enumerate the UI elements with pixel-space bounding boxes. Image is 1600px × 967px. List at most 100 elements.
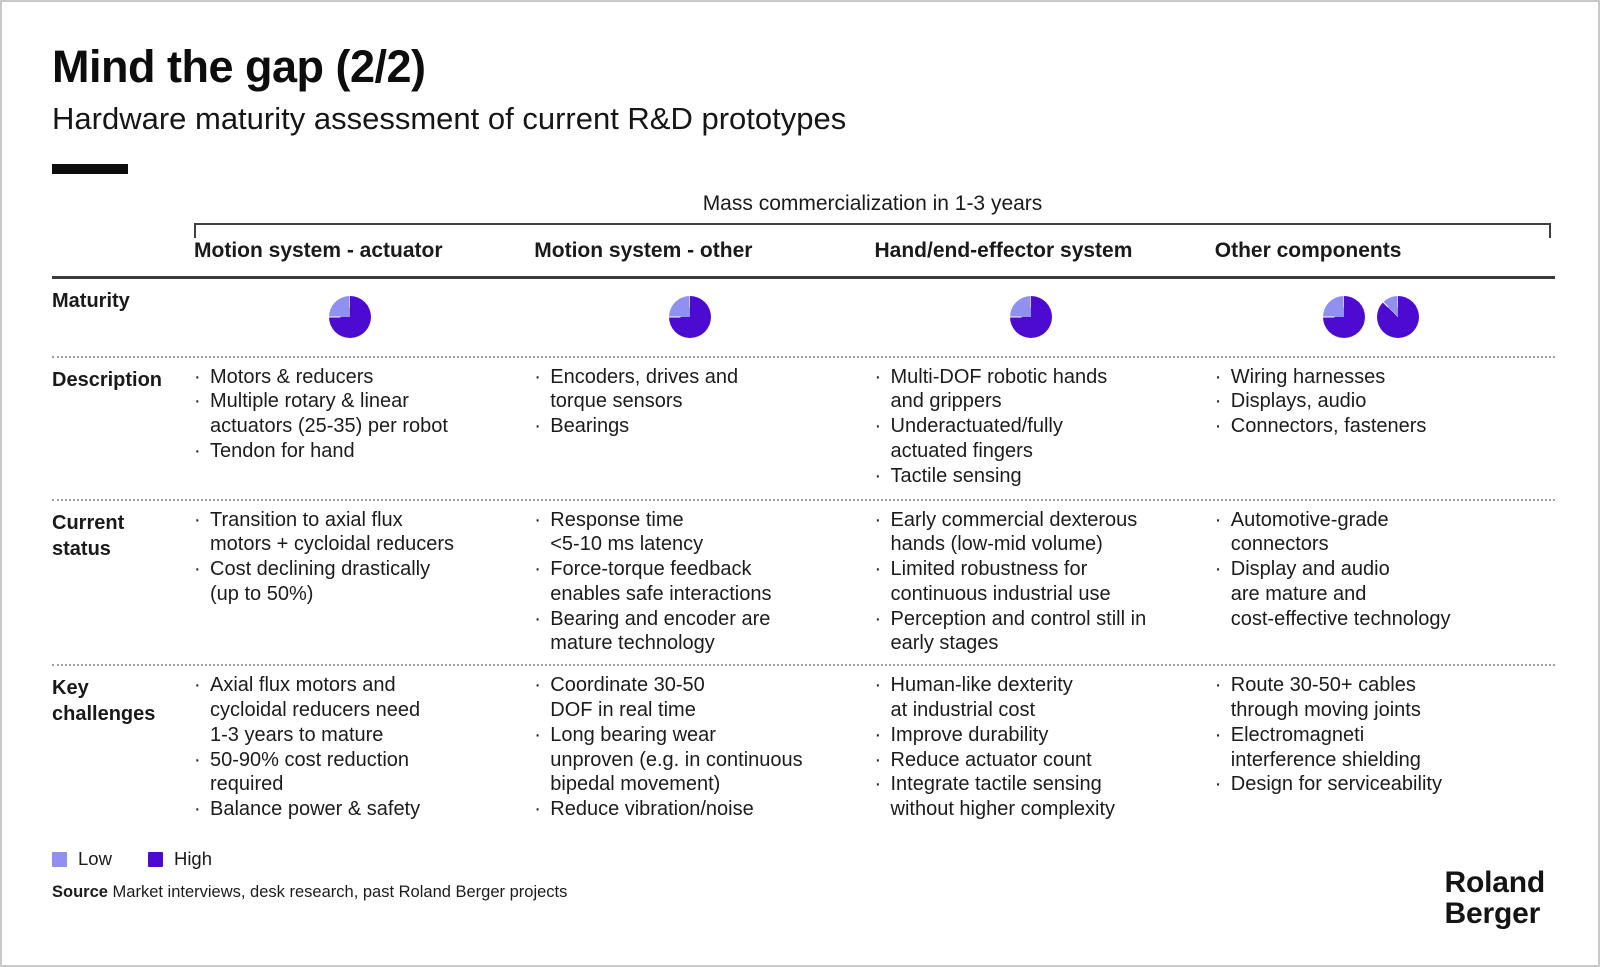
bullet-dot: · — [1214, 365, 1222, 388]
bullet-text: Axial flux motors and cycloidal reducers… — [210, 674, 421, 746]
table-cell-4: · Automotive-grade connectors · Display and… — [1215, 508, 1555, 657]
bullet-dot: · — [874, 464, 882, 487]
table-cell-4: ·Wiring harnesses·Displays, audio·Connec… — [1215, 365, 1555, 491]
bullet-text: Human-like dexterity at industrial cost — [890, 674, 1073, 722]
bullet-item: ·Bearing and encoder are mature technolo… — [534, 607, 846, 657]
bullet-item: ·Design for serviceability — [1215, 772, 1527, 797]
bullet-item: · Axial flux motors and cycloidal reducer… — [194, 673, 506, 747]
bullet-item: ·Cost declining drastically (up to 50%) — [194, 557, 506, 607]
bullet-text: Integrate tactile sensing without higher… — [890, 773, 1116, 821]
bullet-dot: · — [534, 723, 541, 746]
table-cell-1: ·Transition to axial flux motors + cyclo… — [194, 508, 534, 657]
legend-label-high: High — [173, 848, 213, 870]
bullet-dot: · — [1214, 674, 1222, 697]
table-cell-1: · Axial flux motors and cycloidal reducer… — [194, 673, 534, 824]
header-spacer — [52, 237, 194, 276]
bullet-text: Electromagneti interference shielding — [1230, 723, 1421, 771]
table-cell-3: ·Multi-DOF robotic hands and grippers·Un… — [875, 365, 1215, 491]
maturity-pie-chart — [1009, 296, 1052, 338]
legend-swatch-high — [147, 851, 163, 867]
bracket-line — [194, 222, 1551, 238]
bullet-item: ·Transition to axial flux motors + cyclo… — [194, 508, 506, 558]
bullet-text: Automotive-grade connectors — [1230, 508, 1389, 556]
bullet-item: ·Tactile sensing — [875, 464, 1187, 489]
legend-item-high: High — [147, 848, 213, 870]
bullet-text: Perception and control still in early st… — [890, 607, 1147, 655]
bullet-text: Reduce vibration/noise — [550, 798, 754, 821]
bullet-dot: · — [534, 607, 541, 630]
bullet-dot: · — [874, 365, 882, 388]
bullet-text: Motors & reducers — [210, 365, 374, 388]
bullet-text: Coordinate 30-50 DOF in real time — [550, 674, 705, 722]
bullet-dot: · — [534, 415, 541, 438]
bullet-item: ·Tendon for hand — [194, 439, 506, 464]
logo-line-2: Berger — [1444, 897, 1541, 930]
bullet-item: ·Improve durability — [875, 723, 1187, 748]
maturity-row: Maturity — [52, 279, 1555, 356]
bullet-text: Multiple rotary & linear actuators (25-3… — [210, 390, 448, 438]
bullet-text: Display and audio are mature and cost-ef… — [1230, 558, 1451, 630]
bullet-item: · Perception and control still in early s… — [875, 607, 1187, 657]
table-row-description: Description · Motors & reducers · Multiple r… — [52, 355, 1555, 499]
table-cell-2: ·Encoders, drives and torque sensors·Bea… — [534, 365, 874, 491]
bullet-item: ·Connectors, fasteners — [1215, 414, 1527, 439]
legend-label-low: Low — [78, 848, 112, 870]
bullet-item: ·Human-like dexterity at industrial cost — [875, 673, 1187, 723]
bullet-item: ·Limited robustness for continuous indus… — [875, 557, 1187, 607]
column-header-1: Motion system - actuator — [194, 238, 443, 262]
bullet-text: Wiring harnesses — [1230, 365, 1386, 388]
bullet-dot: · — [194, 508, 201, 531]
bracket-label: Mass commercialization in 1-3 years — [702, 191, 1043, 215]
row-label: Description — [52, 368, 163, 391]
column-header-4: Other components — [1214, 238, 1402, 262]
table-cell-3: ·Early commercial dexterous hands (low-m… — [875, 508, 1215, 657]
bullet-item: ·Encoders, drives and torque sensors — [534, 365, 846, 415]
bullet-dot: · — [194, 798, 201, 821]
row-label: Current status — [52, 511, 125, 560]
bullet-text: Route 30-50+ cables through moving joint… — [1230, 674, 1421, 722]
bullet-dot: · — [874, 723, 882, 746]
bullet-dot: · — [1214, 773, 1222, 796]
row-label-maturity: Maturity — [52, 289, 130, 312]
maturity-pie-cell-2 — [534, 296, 874, 338]
source-line: Source Market interviews, desk research,… — [52, 883, 1551, 902]
maturity-pie-chart — [1322, 296, 1365, 338]
bullet-dot: · — [534, 674, 541, 697]
bullet-dot: · — [874, 748, 882, 771]
bullet-dot: · — [874, 773, 882, 796]
table-row-current-status: Current status ·Transition to axial flux … — [52, 498, 1555, 665]
bullet-dot: · — [194, 365, 201, 388]
bullet-text: Encoders, drives and torque sensors — [550, 365, 739, 413]
bullet-dot: · — [194, 748, 201, 771]
commercialization-bracket: Mass commercialization in 1-3 years — [194, 191, 1551, 238]
bullet-dot: · — [874, 607, 882, 630]
maturity-pie-cell-1 — [194, 296, 534, 338]
maturity-pie-chart — [1376, 296, 1419, 338]
bullet-dot: · — [1214, 558, 1222, 581]
legend-item-low: Low — [52, 848, 112, 870]
bullet-dot: · — [874, 558, 882, 581]
bullet-text: Multi-DOF robotic hands and grippers — [890, 365, 1108, 413]
bullet-item: ·Reduce actuator count — [875, 748, 1187, 773]
table-cell-3: ·Human-like dexterity at industrial cost… — [875, 673, 1215, 824]
bullet-dot: · — [194, 674, 201, 697]
table-cell-2: ·Response time <5-10 ms latency·Force-to… — [534, 508, 874, 657]
source-text: Market interviews, desk research, past R… — [107, 883, 568, 902]
column-header-3: Hand/end-effector system — [874, 238, 1133, 262]
bullet-dot: · — [534, 558, 541, 581]
bullet-item: ·Long bearing wear unproven (e.g. in con… — [534, 723, 846, 797]
bullet-item: ·Force-torque feedback enables safe inte… — [534, 557, 846, 607]
maturity-pie-cell-4 — [1215, 296, 1555, 338]
source-label: Source — [52, 883, 108, 902]
bullet-text: Tendon for hand — [210, 439, 355, 462]
bullet-dot: · — [1214, 508, 1222, 531]
bullet-text: Balance power & safety — [210, 798, 421, 821]
table-cell-4: · Route 30-50+ cables through moving join… — [1215, 673, 1555, 824]
bullet-item: · Display and audio are mature and cost-e… — [1215, 557, 1527, 631]
bullet-text: Cost declining drastically (up to 50%) — [210, 558, 431, 605]
bullet-dot: · — [1214, 415, 1222, 438]
bullet-item: · Route 30-50+ cables through moving join… — [1215, 673, 1527, 723]
bullet-item: · Integrate tactile sensing without highe… — [875, 772, 1187, 822]
